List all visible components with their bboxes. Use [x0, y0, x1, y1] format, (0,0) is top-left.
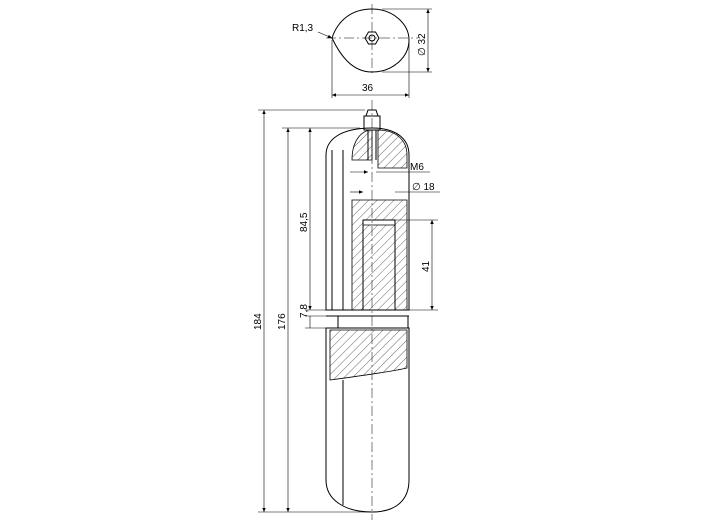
- dia32-label: ∅ 32: [417, 33, 428, 56]
- pin-section-hatch: [362, 224, 396, 311]
- grease-nipple-hex: [364, 31, 380, 45]
- radius-leader: [317, 31, 333, 39]
- pin-length-label: 41: [421, 260, 432, 272]
- radius-label: R1,3: [292, 23, 314, 34]
- upper-section-hatch-top: [351, 129, 373, 161]
- upper-length-label: 84,5: [299, 212, 310, 232]
- top-view: R1,3 ∅ 32 36: [292, 4, 432, 98]
- upper-section-hatch-right: [377, 129, 408, 169]
- gap-label: 7,8: [299, 304, 310, 318]
- w36-label: 36: [362, 83, 374, 94]
- thread-label: M6: [410, 162, 424, 173]
- side-view: M6 ∅ 18 41 184 176 84,5 7,8: [253, 100, 440, 520]
- overall-length-label: 184: [253, 313, 264, 330]
- grease-nipple: [363, 115, 381, 131]
- gap-ring: [337, 315, 409, 329]
- lower-section-hatch: [329, 329, 408, 381]
- grease-nipple-circle: [368, 34, 376, 42]
- top-view-outline: [331, 8, 410, 73]
- pin-diameter-label: ∅ 18: [412, 182, 435, 193]
- body-length-label: 176: [277, 313, 288, 330]
